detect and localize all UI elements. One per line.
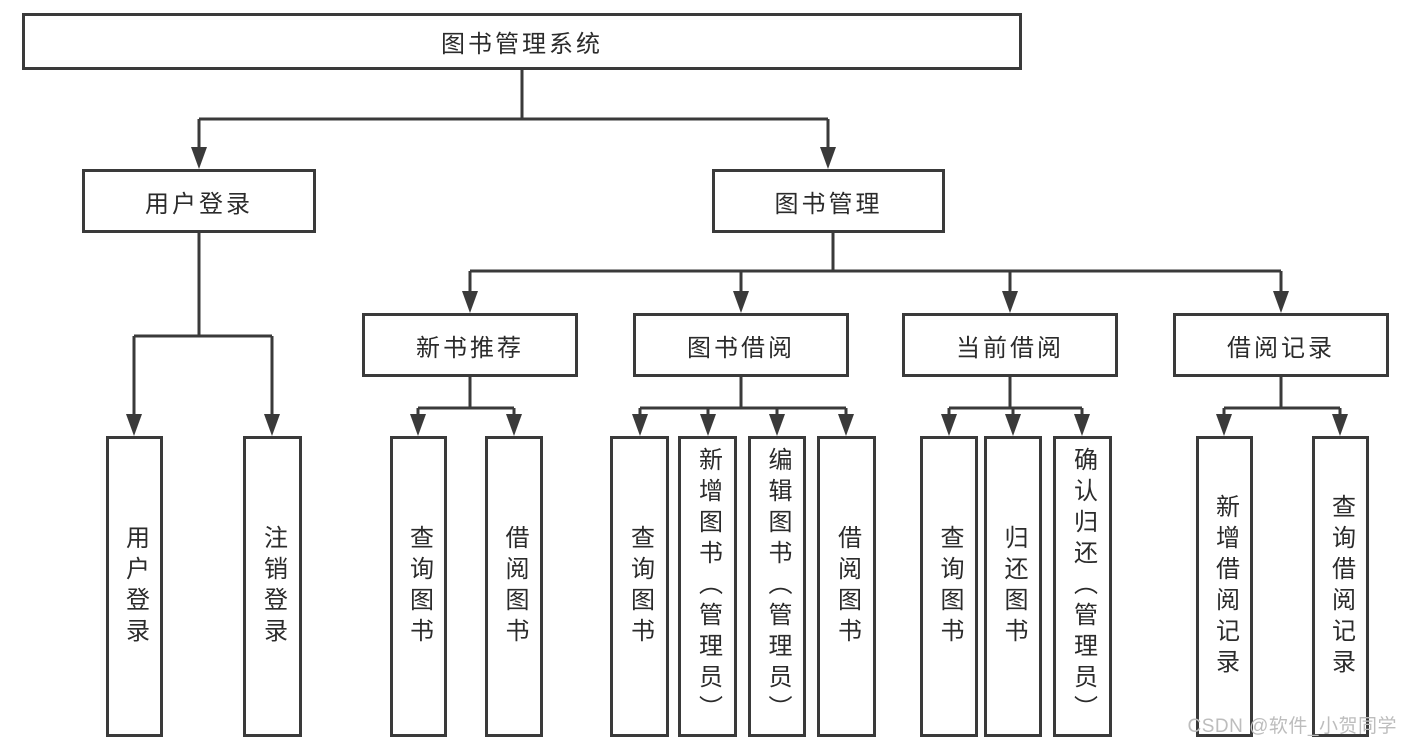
arrowhead	[1074, 414, 1090, 436]
node-new-book-recommend: 新书推荐	[362, 313, 578, 377]
arrowhead	[733, 291, 749, 313]
connector-book-management-children	[462, 233, 1289, 313]
connector-root-children	[191, 70, 836, 169]
arrowhead	[191, 147, 207, 169]
leaf-label: 归还图书	[1000, 524, 1027, 649]
leaf-label: 确认归还（管理员）	[1069, 447, 1097, 726]
leaf-label: 编辑图书（管理员）	[764, 447, 791, 726]
node-leaf-confirm-return-admin: 确认归还（管理员）	[1053, 436, 1112, 737]
connector-current-borrow-children	[941, 377, 1090, 436]
arrowhead	[769, 414, 785, 436]
node-leaf-borrow-books-recommend: 借阅图书	[485, 436, 543, 737]
arrowhead	[941, 414, 957, 436]
arrowhead	[820, 147, 836, 169]
arrowhead	[410, 414, 426, 436]
node-leaf-user-login: 用户登录	[106, 436, 163, 737]
arrowhead	[126, 414, 142, 436]
csdn-watermark: CSDN @软件_小贺同学	[1187, 716, 1397, 737]
leaf-label: 借阅图书	[833, 524, 861, 649]
node-leaf-query-borrow-record: 查询借阅记录	[1312, 436, 1369, 737]
connector-new-book-children	[410, 377, 522, 436]
node-leaf-add-book-admin: 新增图书（管理员）	[678, 436, 737, 737]
node-user-login: 用户登录	[82, 169, 316, 233]
leaf-label: 用户登录	[121, 524, 149, 649]
arrowhead	[1332, 414, 1348, 436]
arrowhead	[1273, 291, 1289, 313]
connector-book-borrow-children	[632, 377, 854, 436]
node-leaf-query-books-recommend: 查询图书	[390, 436, 447, 737]
leaf-label: 查询图书	[626, 524, 654, 649]
arrowhead	[838, 414, 854, 436]
leaf-label: 新增图书（管理员）	[694, 447, 722, 726]
node-leaf-return-book: 归还图书	[984, 436, 1042, 737]
connector-user-login-children	[126, 233, 280, 436]
arrowhead	[1216, 414, 1232, 436]
node-system-root: 图书管理系统	[22, 13, 1022, 70]
connector-borrow-records-children	[1216, 377, 1348, 436]
node-leaf-query-books-borrow: 查询图书	[610, 436, 669, 737]
leaf-label: 借阅图书	[501, 524, 528, 649]
node-leaf-add-borrow-record: 新增借阅记录	[1196, 436, 1253, 737]
leaf-label: 注销登录	[259, 524, 287, 649]
leaf-label: 新增借阅记录	[1211, 493, 1239, 680]
arrowhead	[462, 291, 478, 313]
node-leaf-borrow-books: 借阅图书	[817, 436, 876, 737]
leaf-label: 查询借阅记录	[1327, 493, 1355, 680]
arrowhead	[700, 414, 716, 436]
node-leaf-query-books-current: 查询图书	[920, 436, 978, 737]
node-borrow-records: 借阅记录	[1173, 313, 1389, 377]
node-leaf-logout: 注销登录	[243, 436, 302, 737]
arrowhead	[1002, 291, 1018, 313]
leaf-label: 查询图书	[405, 524, 433, 649]
node-current-borrow: 当前借阅	[902, 313, 1118, 377]
leaf-label: 查询图书	[936, 524, 963, 649]
node-leaf-edit-book-admin: 编辑图书（管理员）	[748, 436, 806, 737]
arrowhead	[506, 414, 522, 436]
arrowhead	[1005, 414, 1021, 436]
arrowhead	[632, 414, 648, 436]
node-book-borrow: 图书借阅	[633, 313, 849, 377]
node-book-management: 图书管理	[712, 169, 945, 233]
arrowhead	[264, 414, 280, 436]
